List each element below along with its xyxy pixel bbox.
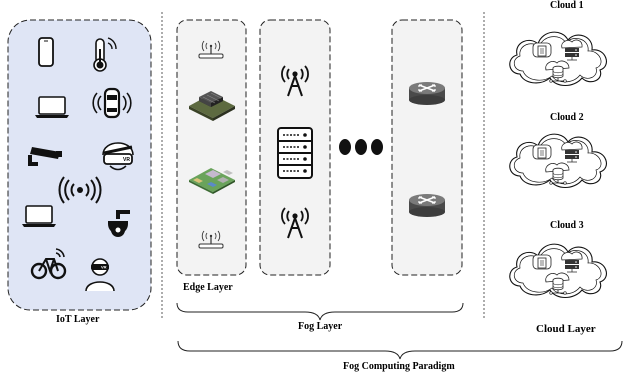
cloud-3-label: Cloud 3 xyxy=(550,220,584,231)
phone-icon xyxy=(38,37,54,67)
connected-car-icon xyxy=(92,87,132,119)
router-icon xyxy=(408,193,446,218)
svg-text:VR: VR xyxy=(123,157,130,163)
iot-layer-label: IoT Layer xyxy=(56,314,100,325)
cloud-layer-label: Cloud Layer xyxy=(536,323,596,335)
fog-layer-label: Fog Layer xyxy=(298,321,343,332)
cctv-camera-icon xyxy=(28,147,62,166)
server-rack-icon xyxy=(277,127,313,179)
wireless-signal-icon xyxy=(58,176,102,204)
edge-layer-label: Edge Layer xyxy=(183,282,233,293)
svg-text:VR: VR xyxy=(101,265,107,270)
raspberry-pi-icon xyxy=(189,168,235,194)
paradigm-brace xyxy=(177,340,623,360)
vr-headset-icon: VR xyxy=(102,142,134,171)
laptop-icon xyxy=(22,205,56,227)
laptop-icon xyxy=(35,96,69,118)
dome-camera-icon xyxy=(108,210,130,237)
edge-layer-panel xyxy=(176,19,247,276)
cloud-1 xyxy=(509,31,607,87)
cloud-2 xyxy=(509,133,607,189)
jetson-board-icon xyxy=(189,91,235,121)
ellipsis-icon xyxy=(339,139,383,155)
bicycle-wifi-icon xyxy=(30,248,67,280)
router-icon xyxy=(408,81,446,106)
cloud-2-label: Cloud 2 xyxy=(550,112,584,123)
fog-layer-brace xyxy=(176,302,464,321)
vr-person-icon: VR xyxy=(85,258,115,292)
paradigm-label: Fog Computing Paradigm xyxy=(343,361,455,372)
cloud-3 xyxy=(509,243,607,299)
fog-panel-routers xyxy=(391,19,463,276)
thermometer-wifi-icon xyxy=(93,37,117,72)
cloud-1-label: Cloud 1 xyxy=(550,0,584,11)
